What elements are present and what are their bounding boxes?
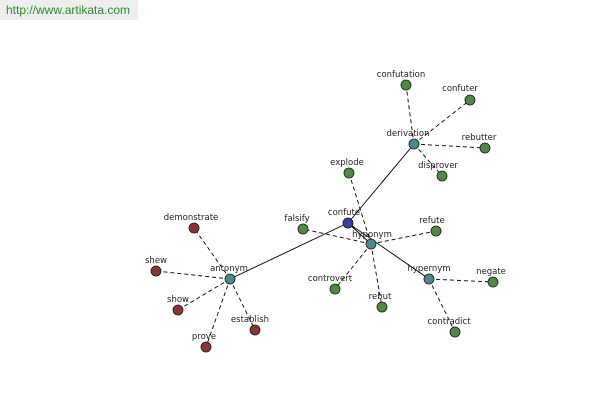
node-disprover[interactable] <box>436 170 448 182</box>
label-refute: refute <box>419 216 444 226</box>
node-refute[interactable] <box>430 225 442 237</box>
label-confuter: confuter <box>442 84 478 94</box>
node-prove[interactable] <box>200 341 212 353</box>
site-url-text: http://www.artikata.com <box>6 3 131 17</box>
label-shew: shew <box>145 256 167 266</box>
label-show: show <box>167 295 189 305</box>
label-establish: establish <box>231 315 269 325</box>
node-confutation[interactable] <box>400 79 412 91</box>
label-prove: prove <box>192 332 216 342</box>
node-rebutter[interactable] <box>479 142 491 154</box>
edge-derivation-disprover <box>413 143 443 177</box>
label-explode: explode <box>330 158 364 168</box>
node-negate[interactable] <box>487 276 499 288</box>
edge-derivation-rebutter <box>413 143 486 149</box>
node-shew[interactable] <box>150 265 162 277</box>
edge-hyponym-falsify <box>302 228 372 245</box>
edge-confute-hypernym <box>347 222 430 280</box>
label-negate: negate <box>476 267 506 277</box>
label-disprover: disprover <box>418 161 458 171</box>
node-confute[interactable] <box>342 217 354 229</box>
label-controvert: controvert <box>308 274 353 284</box>
edge-confute-antonym <box>229 222 349 280</box>
edge-hyponym-controvert <box>334 243 372 290</box>
label-confutation: confutation <box>377 70 425 80</box>
label-demonstrate: demonstrate <box>164 213 219 223</box>
label-derivation: derivation <box>386 129 429 139</box>
edge-hyponym-explode <box>348 172 372 245</box>
edge-hypernym-negate <box>428 278 494 283</box>
label-hyponym: hyponym <box>352 230 392 240</box>
node-explode[interactable] <box>343 167 355 179</box>
label-falsify: falsify <box>284 214 309 224</box>
node-contradict[interactable] <box>449 326 461 338</box>
edge-hypernym-contradict <box>428 278 456 333</box>
edge-hyponym-rebut <box>370 243 383 308</box>
label-hypernym: hypernym <box>407 264 450 274</box>
node-demonstrate[interactable] <box>188 222 200 234</box>
node-confuter[interactable] <box>464 94 476 106</box>
edge-derivation-confutation <box>405 84 415 145</box>
edge-antonym-show <box>177 278 231 311</box>
label-confute: confute <box>328 208 360 218</box>
graph-nodes <box>150 79 499 353</box>
label-antonym: antonym <box>210 264 248 274</box>
node-falsify[interactable] <box>297 223 309 235</box>
edge-antonym-establish <box>229 278 256 331</box>
graph-labels: confutation confuter rebutter disprover expl… <box>145 70 506 342</box>
site-url-banner[interactable]: http://www.artikata.com <box>0 0 138 20</box>
edge-antonym-prove <box>205 278 231 348</box>
node-hypernym[interactable] <box>423 273 435 285</box>
node-show[interactable] <box>172 304 184 316</box>
edge-antonym-shew <box>155 270 231 280</box>
label-rebutter: rebutter <box>462 133 497 143</box>
node-hyponym[interactable] <box>365 238 377 250</box>
node-controvert[interactable] <box>329 283 341 295</box>
node-establish[interactable] <box>249 324 261 336</box>
edge-confute-derivation <box>347 143 415 224</box>
node-derivation[interactable] <box>408 138 420 150</box>
node-antonym[interactable] <box>224 273 236 285</box>
label-contradict: contradict <box>427 317 471 327</box>
label-rebut: rebut <box>369 292 392 302</box>
edge-derivation-confuter <box>413 99 471 145</box>
edge-antonym-demonstrate <box>193 227 231 280</box>
node-rebut[interactable] <box>376 301 388 313</box>
